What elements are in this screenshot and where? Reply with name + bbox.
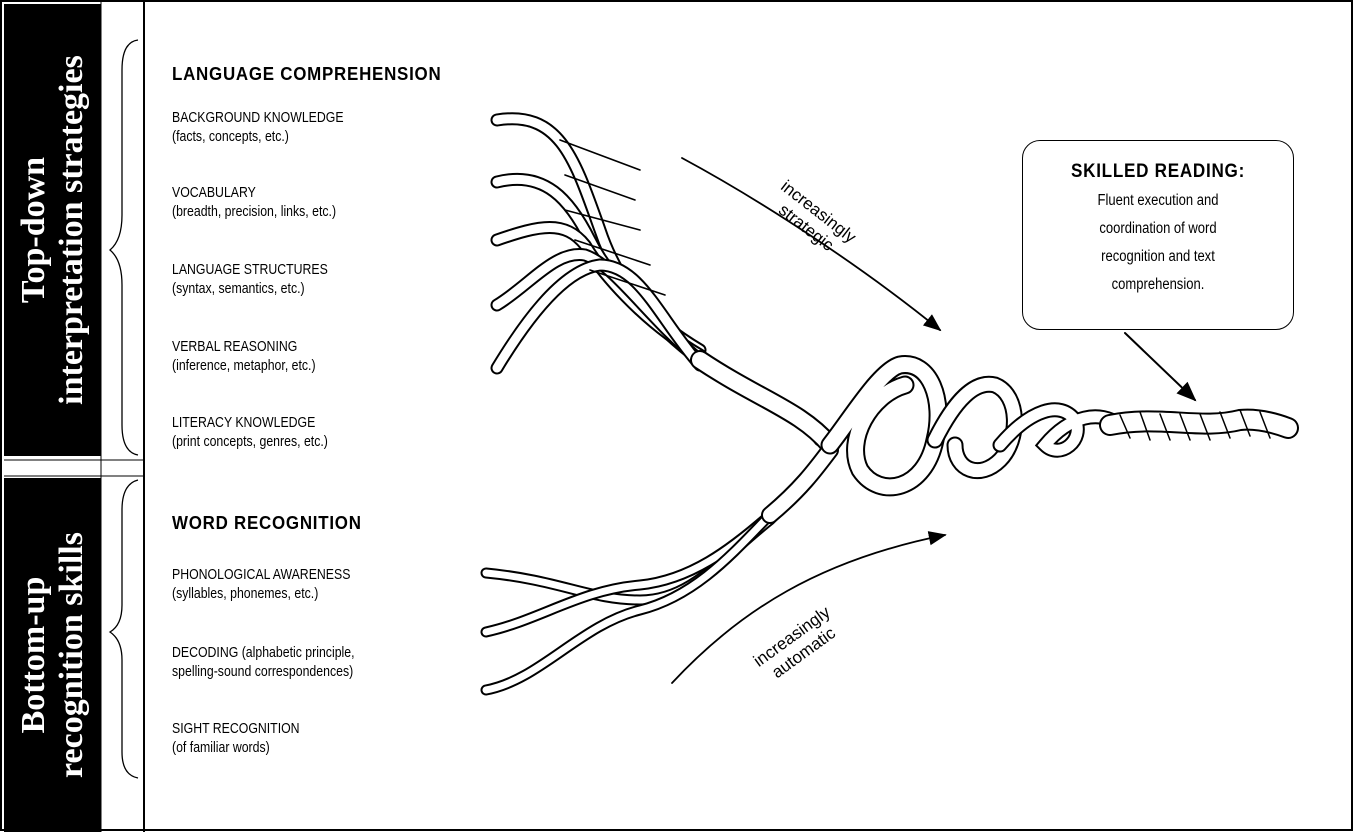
- skilled-reading-line: comprehension.: [1045, 271, 1272, 299]
- skilled-reading-line: coordination of word: [1045, 215, 1272, 243]
- braided-rope: [830, 365, 1288, 487]
- skilled-reading-callout: SKILLED READING: Fluent execution and co…: [1022, 140, 1294, 330]
- arrow-skilled-reading: [1125, 333, 1195, 400]
- top-rope-strands: [497, 119, 830, 445]
- skilled-reading-line: Fluent execution and: [1045, 187, 1272, 215]
- skilled-reading-title: SKILLED READING:: [1037, 161, 1280, 183]
- skilled-reading-body: Fluent execution and coordination of wor…: [1045, 187, 1272, 299]
- skilled-reading-line: recognition and text: [1045, 243, 1272, 271]
